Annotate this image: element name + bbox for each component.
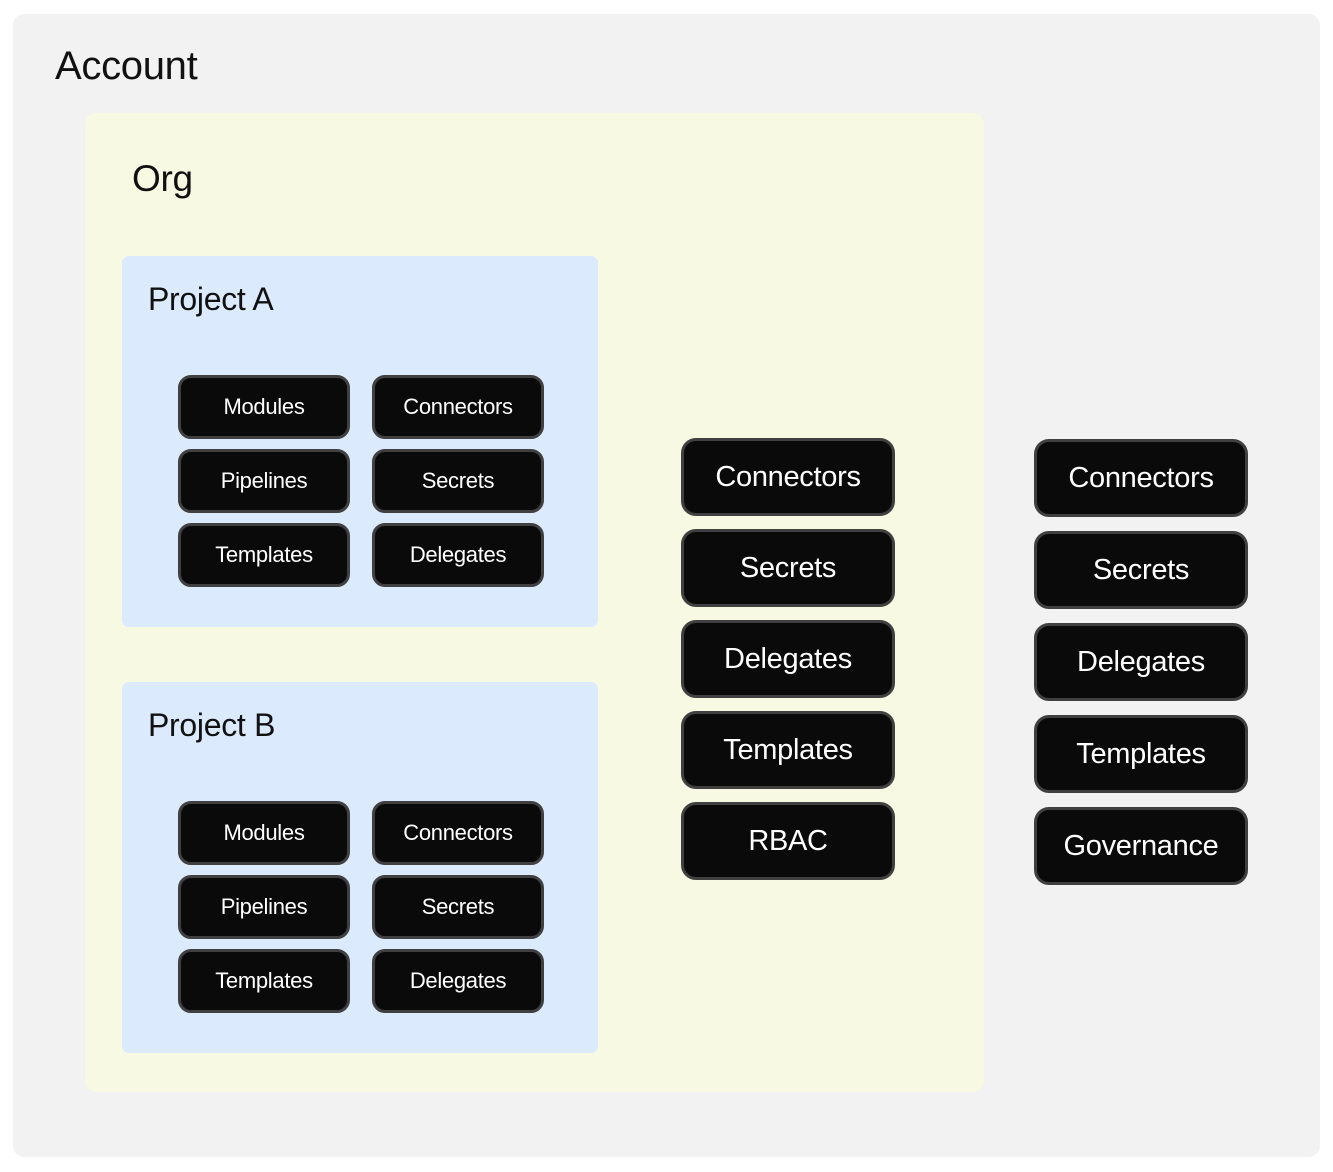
project-b-delegates-pill: Delegates [372,949,544,1013]
org-connectors-pill: Connectors [681,438,895,516]
project-a-title: Project A [148,281,274,317]
account-delegates-pill: Delegates [1034,623,1248,701]
project-b-title: Project B [148,707,276,743]
account-governance-pill: Governance [1034,807,1248,885]
project-b-connectors-pill: Connectors [372,801,544,865]
org-rbac-pill: RBAC [681,802,895,880]
account-secrets-pill: Secrets [1034,531,1248,609]
org-templates-pill: Templates [681,711,895,789]
project-a-secrets-pill: Secrets [372,449,544,513]
project-b-templates-pill: Templates [178,949,350,1013]
project-a-pipelines-pill: Pipelines [178,449,350,513]
account-scope-container: Account Org Project A Modules Connectors… [13,14,1320,1157]
project-a-container: Project A Modules Connectors Pipelines S… [122,256,598,627]
account-scope-title: Account [55,44,198,88]
account-connectors-pill: Connectors [1034,439,1248,517]
account-templates-pill: Templates [1034,715,1248,793]
project-b-pipelines-pill: Pipelines [178,875,350,939]
project-a-delegates-pill: Delegates [372,523,544,587]
account-resource-column: Connectors Secrets Delegates Templates G… [1034,439,1248,885]
project-b-container: Project B Modules Connectors Pipelines S… [122,682,598,1053]
org-scope-title: Org [132,158,193,199]
org-delegates-pill: Delegates [681,620,895,698]
org-scope-container: Org Project A Modules Connectors Pipelin… [85,113,984,1092]
project-a-templates-pill: Templates [178,523,350,587]
org-resource-column: Connectors Secrets Delegates Templates R… [681,438,895,880]
project-b-secrets-pill: Secrets [372,875,544,939]
project-a-connectors-pill: Connectors [372,375,544,439]
project-b-modules-pill: Modules [178,801,350,865]
org-secrets-pill: Secrets [681,529,895,607]
project-b-resource-grid: Modules Connectors Pipelines Secrets Tem… [178,801,544,1013]
project-a-resource-grid: Modules Connectors Pipelines Secrets Tem… [178,375,544,587]
project-a-modules-pill: Modules [178,375,350,439]
